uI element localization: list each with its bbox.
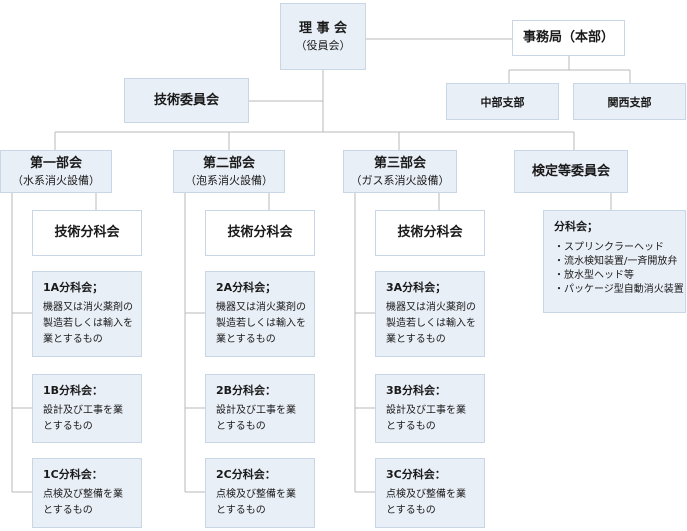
tech-committee-box: 技術委員会: [124, 78, 249, 123]
subcommittee-2a-head: 2A分科会；: [216, 281, 277, 294]
subcommittee-2c-desc: 点検及び整備を業 とするもの: [216, 489, 296, 516]
subcommittee-1c-head: 1C分科会：: [43, 468, 103, 481]
division-1-sub: （水系消火設備）: [12, 173, 100, 187]
inspection-item: ・放水型ヘッド等: [554, 270, 634, 281]
branch-kansai-label: 関西支部: [607, 95, 652, 109]
division-2-box: 第二部会 （泡系消火設備）: [173, 150, 285, 193]
subcommittee-3a-head: 3A分科会；: [386, 281, 447, 294]
subcommittee-1b-desc: 設計及び工事を業 とするもの: [43, 405, 123, 432]
subcommittee-3c-head: 3C分科会：: [386, 468, 446, 481]
subcommittee-3a: 3A分科会； 機器又は消火薬剤の 製造若しくは輸入を 業とするもの: [375, 271, 485, 357]
division-3-title: 第三部会: [373, 155, 426, 171]
subcommittee-2b-head: 2B分科会：: [216, 384, 277, 397]
inspection-committee-title: 検定等委員会: [531, 163, 610, 179]
subcommittee-1c-desc: 点検及び整備を業 とするもの: [43, 489, 123, 516]
subcommittee-2b: 2B分科会： 設計及び工事を業 とするもの: [205, 374, 315, 443]
subcommittee-3a-desc: 機器又は消火薬剤の 製造若しくは輸入を 業とするもの: [386, 302, 476, 345]
branch-chubu: 中部支部: [446, 83, 559, 120]
subcommittee-1a: 1A分科会； 機器又は消火薬剤の 製造若しくは輸入を 業とするもの: [32, 271, 142, 357]
division-1-tech-subcommittee: 技術分科会: [32, 210, 142, 256]
inspection-item: ・スプリンクラーヘッド: [554, 242, 664, 253]
secretariat-box: 事務局（本部）: [512, 20, 625, 56]
branch-kansai: 関西支部: [573, 83, 686, 120]
board-title: 理 事 会: [298, 20, 348, 36]
board-sub: （役員会）: [295, 38, 351, 52]
subcommittee-2b-desc: 設計及び工事を業 とするもの: [216, 405, 296, 432]
division-3-sub: （ガス系消火設備）: [350, 173, 450, 187]
division-3-tech-subcommittee: 技術分科会: [375, 210, 485, 256]
subcommittee-2a-desc: 機器又は消火薬剤の 製造若しくは輸入を 業とするもの: [216, 302, 306, 345]
division-2-sub: （泡系消火設備）: [185, 173, 273, 187]
division-2-tech-subcommittee: 技術分科会: [205, 210, 315, 256]
subcommittee-3b-head: 3B分科会：: [386, 384, 447, 397]
inspection-subcommittee-list: 分科会； ・スプリンクラーヘッド ・流水検知装置/一斉開放弁 ・放水型ヘッド等 …: [543, 210, 686, 313]
secretariat-title: 事務局（本部）: [522, 30, 614, 45]
inspection-subcommittee-head: 分科会；: [554, 220, 598, 233]
board-box: 理 事 会 （役員会）: [280, 3, 366, 70]
subcommittee-1a-desc: 機器又は消火薬剤の 製造若しくは輸入を 業とするもの: [43, 302, 133, 345]
subcommittee-3c: 3C分科会： 点検及び整備を業 とするもの: [375, 458, 485, 528]
subcommittee-3b-desc: 設計及び工事を業 とするもの: [386, 405, 466, 432]
tech-committee-title: 技術委員会: [153, 92, 219, 108]
division-2-title: 第二部会: [202, 155, 255, 171]
subcommittee-1b-head: 1B分科会：: [43, 384, 104, 397]
subcommittee-1c: 1C分科会： 点検及び整備を業 とするもの: [32, 458, 142, 528]
subcommittee-2c: 2C分科会： 点検及び整備を業 とするもの: [205, 458, 315, 528]
subcommittee-1b: 1B分科会： 設計及び工事を業 とするもの: [32, 374, 142, 443]
division-1-tech-label: 技術分科会: [54, 225, 120, 240]
division-1-title: 第一部会: [29, 155, 82, 171]
branch-chubu-label: 中部支部: [480, 95, 525, 109]
inspection-item: ・流水検知装置/一斉開放弁: [554, 256, 678, 267]
division-3-tech-label: 技術分科会: [397, 225, 463, 240]
subcommittee-3c-desc: 点検及び整備を業 とするもの: [386, 489, 466, 516]
subcommittee-2c-head: 2C分科会：: [216, 468, 276, 481]
division-2-tech-label: 技術分科会: [227, 225, 293, 240]
inspection-committee-box: 検定等委員会: [514, 150, 628, 193]
subcommittee-2a: 2A分科会； 機器又は消火薬剤の 製造若しくは輸入を 業とするもの: [205, 271, 315, 357]
subcommittee-1a-head: 1A分科会；: [43, 281, 104, 294]
subcommittee-3b: 3B分科会： 設計及び工事を業 とするもの: [375, 374, 485, 443]
inspection-item: ・パッケージ型自動消火装置: [554, 284, 684, 295]
division-1-box: 第一部会 （水系消火設備）: [0, 150, 112, 193]
division-3-box: 第三部会 （ガス系消火設備）: [343, 150, 457, 193]
